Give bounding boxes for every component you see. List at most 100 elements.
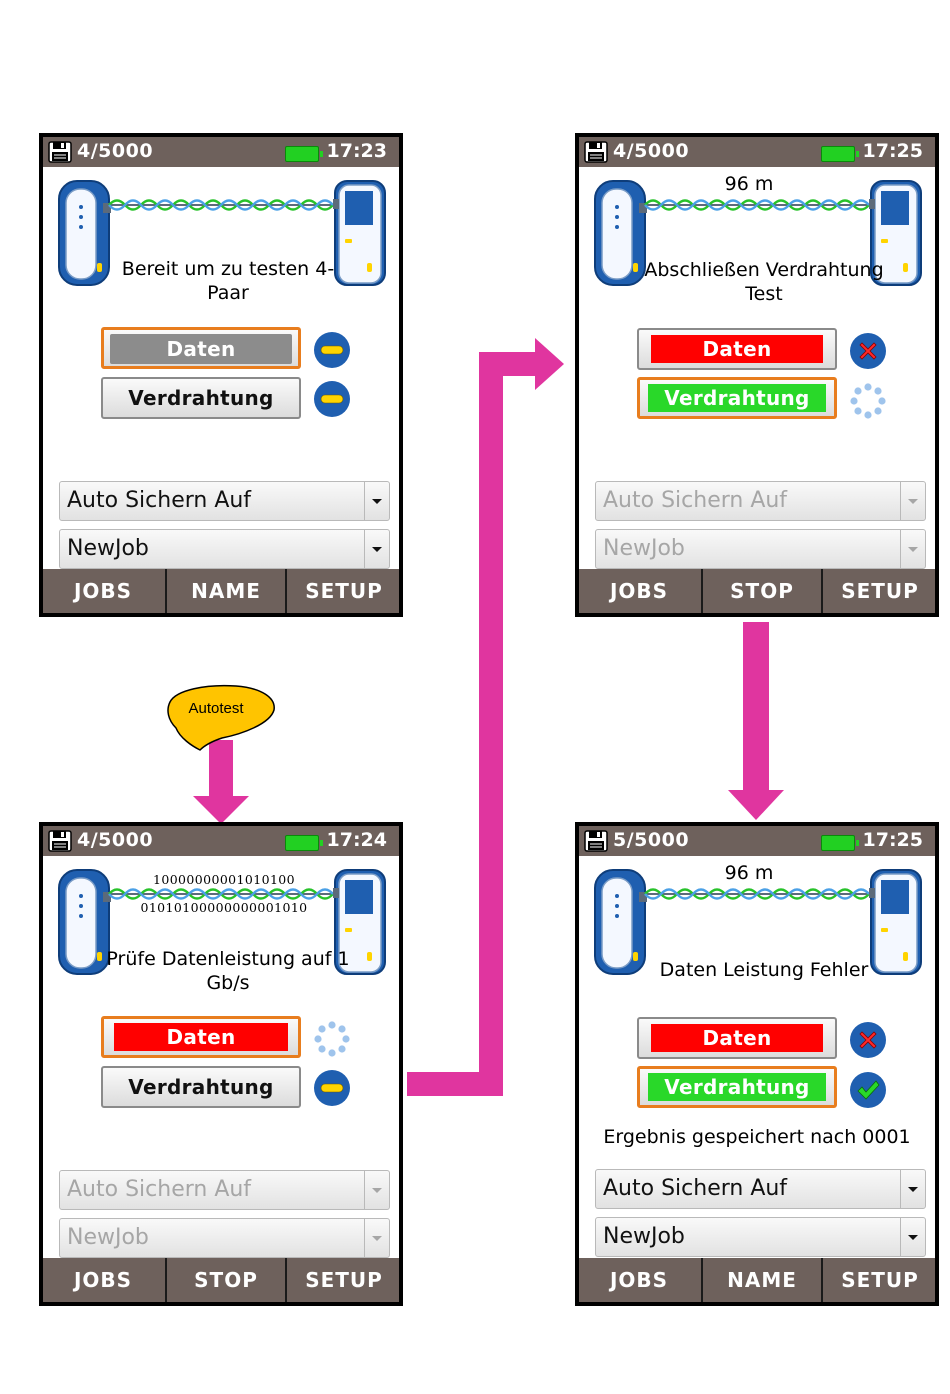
pending-dash-icon [313,380,351,418]
daten-button-label: Daten [651,335,823,363]
status-bar: 4/5000 17:23 [43,137,399,167]
tester-screen-ready: 4/5000 17:23 Bereit um zu testen 4-Paar … [39,133,403,617]
job-select: NewJob [59,1218,390,1258]
chevron-down-icon [900,1218,925,1256]
softkey-jobs[interactable]: JOBS [73,1268,133,1292]
binary-stream-top: 10000000001010100 [153,872,295,887]
cable-length: 96 m [724,173,774,195]
clock: 17:25 [862,140,923,162]
status-message: Prüfe Datenleistung auf 1 Gb/s [106,948,350,994]
autotest-callout-shape [167,684,275,751]
pass-check-icon [849,1071,887,1109]
chevron-down-icon [900,482,925,520]
daten-button[interactable]: Daten [101,1016,301,1058]
daten-button-label: Daten [114,1023,288,1051]
fail-x-icon [849,1021,887,1059]
autosave-select: Auto Sichern Auf [59,1170,390,1210]
verdrahtung-button[interactable]: Verdrahtung [637,1066,837,1108]
status-bar: 4/5000 17:24 [43,826,399,856]
record-count: 4/5000 [77,140,154,162]
daten-button[interactable]: Daten [637,1017,837,1059]
autosave-select[interactable]: Auto Sichern Auf [59,481,390,521]
record-count: 4/5000 [613,140,690,162]
softkey-setup[interactable]: SETUP [841,1268,919,1292]
cable-icon [105,197,345,213]
status-message: Bereit um zu testen 4-Paar [121,258,335,304]
tester-screen-data-test: 4/5000 17:24 10000000001010100 010101000… [39,822,403,1306]
cable-icon [641,197,881,213]
status-message: Abschließen Verdrahtung Test [644,259,884,305]
cable-length: 96 m [724,862,774,884]
spinner-icon [849,382,887,420]
autotest-callout-label: Autotest [188,700,244,717]
daten-button[interactable]: Daten [637,328,837,370]
softkey-bar: JOBS STOP SETUP [579,569,935,613]
chevron-down-icon [364,530,389,568]
pending-dash-icon [313,331,351,369]
daten-button-label: Daten [651,1024,823,1052]
autosave-select-value: Auto Sichern Auf [603,1176,788,1201]
saved-message: Ergebnis gespeichert nach 0001 [603,1126,911,1148]
softkey-setup[interactable]: SETUP [305,579,383,603]
job-select-value: NewJob [603,1224,685,1249]
main-unit-icon [57,179,111,287]
softkey-stop[interactable]: STOP [701,569,823,613]
chevron-down-icon [900,1170,925,1208]
softkey-bar: JOBS NAME SETUP [579,1258,935,1302]
floppy-disk-icon [584,141,608,163]
daten-button[interactable]: Daten [101,327,301,369]
floppy-disk-icon [48,830,72,852]
clock: 17:23 [326,140,387,162]
floppy-disk-icon [584,830,608,852]
battery-icon [285,146,323,162]
autosave-select-value: Auto Sichern Auf [67,488,252,513]
chevron-down-icon [364,1171,389,1209]
clock: 17:25 [862,829,923,851]
floppy-disk-icon [48,141,72,163]
autosave-select[interactable]: Auto Sichern Auf [595,1169,926,1209]
softkey-name[interactable]: NAME [701,1258,823,1302]
clock: 17:24 [326,829,387,851]
job-select[interactable]: NewJob [595,1217,926,1257]
binary-stream-bottom: 01010100000000001010 [140,900,308,915]
record-count: 5/5000 [613,829,690,851]
autosave-select-value: Auto Sichern Auf [603,488,788,513]
tester-screen-result: 5/5000 17:25 96 m Daten Leistung Fehler … [575,822,939,1306]
softkey-jobs[interactable]: JOBS [609,579,669,603]
softkey-jobs[interactable]: JOBS [609,1268,669,1292]
tester-screen-wiremap-test: 4/5000 17:25 96 m Abschließen Verdrahtun… [575,133,939,617]
cable-icon [641,886,881,902]
chevron-down-icon [364,482,389,520]
battery-icon [821,146,859,162]
softkey-bar: JOBS STOP SETUP [43,1258,399,1302]
status-message: Daten Leistung Fehler [659,959,869,981]
verdrahtung-button[interactable]: Verdrahtung [101,377,301,419]
job-select[interactable]: NewJob [59,529,390,569]
softkey-bar: JOBS NAME SETUP [43,569,399,613]
job-select: NewJob [595,529,926,569]
autosave-select-value: Auto Sichern Auf [67,1177,252,1202]
job-select-value: NewJob [67,536,149,561]
softkey-setup[interactable]: SETUP [841,579,919,603]
softkey-stop[interactable]: STOP [165,1258,287,1302]
softkey-jobs[interactable]: JOBS [73,579,133,603]
verdrahtung-button[interactable]: Verdrahtung [101,1066,301,1108]
chevron-down-icon [900,530,925,568]
chevron-down-icon [364,1219,389,1257]
softkey-name[interactable]: NAME [165,569,287,613]
autosave-select: Auto Sichern Auf [595,481,926,521]
fail-x-icon [849,332,887,370]
softkey-setup[interactable]: SETUP [305,1268,383,1292]
status-bar: 4/5000 17:25 [579,137,935,167]
pending-dash-icon [313,1069,351,1107]
verdrahtung-button[interactable]: Verdrahtung [637,377,837,419]
job-select-value: NewJob [603,536,685,561]
battery-icon [285,835,323,851]
record-count: 4/5000 [77,829,154,851]
daten-button-label: Daten [110,334,292,364]
verdrahtung-button-label: Verdrahtung [648,384,826,412]
verdrahtung-button-label: Verdrahtung [648,1073,826,1101]
battery-icon [821,835,859,851]
job-select-value: NewJob [67,1225,149,1250]
